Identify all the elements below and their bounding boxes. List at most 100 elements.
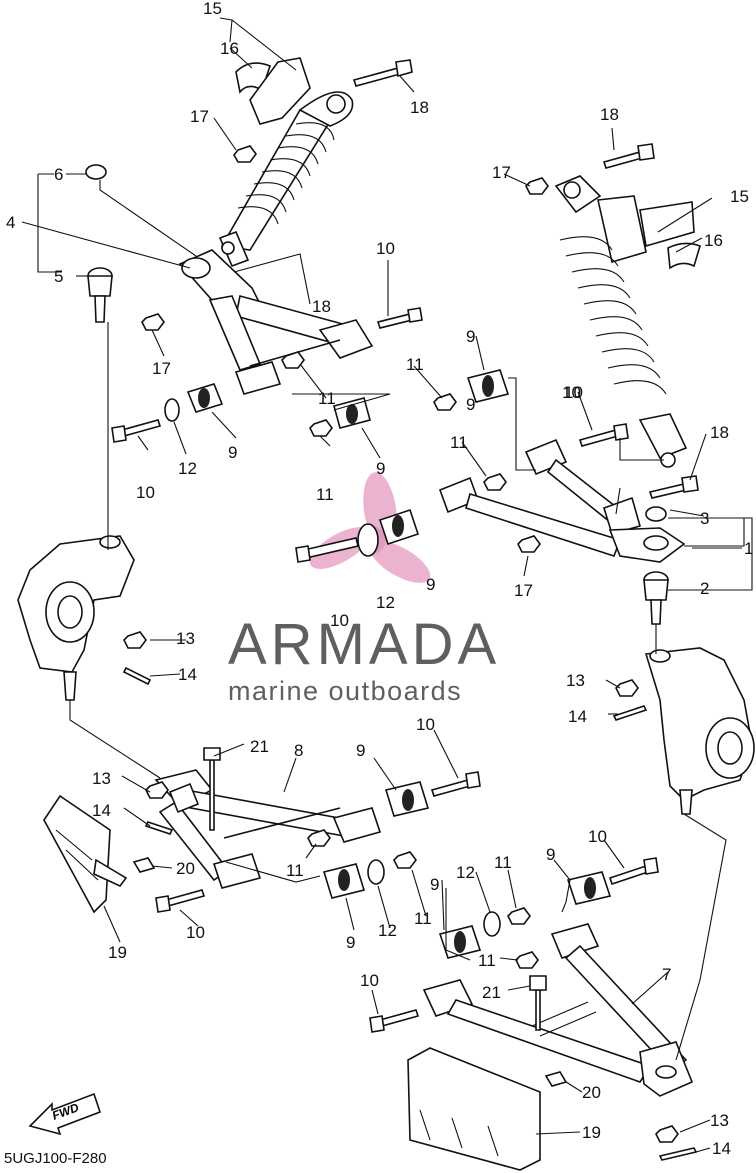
callout-16: 16: [220, 39, 239, 58]
callout-19: 19: [582, 1123, 601, 1142]
bolt: [529, 975, 547, 1031]
watermark-brand: ARMADA: [228, 612, 500, 677]
bolt: [430, 771, 481, 797]
callout-4: 4: [6, 213, 15, 232]
callout-15: 15: [730, 187, 749, 206]
bushing: [566, 871, 612, 905]
callout-2: 2: [700, 579, 709, 598]
nut: [655, 1125, 679, 1143]
callout-16: 16: [704, 231, 723, 250]
callout-14: 14: [92, 801, 111, 820]
callout-9: 9: [546, 845, 555, 864]
callout-12: 12: [376, 593, 395, 612]
bolt: [602, 143, 655, 169]
washer: [164, 398, 180, 422]
callout-12: 12: [456, 863, 475, 882]
bushing: [322, 863, 366, 899]
callout-10: 10: [562, 383, 581, 402]
bushing: [186, 383, 224, 413]
nut: [145, 781, 169, 799]
clip-nut: [132, 857, 156, 873]
bolt: [155, 889, 206, 913]
callout-13: 13: [176, 629, 195, 648]
callout-6: 6: [54, 165, 63, 184]
callout-12: 12: [178, 459, 197, 478]
callout-17: 17: [514, 581, 533, 600]
ball-joint: [87, 267, 113, 323]
callout-11: 11: [318, 389, 336, 408]
callout-11: 11: [316, 485, 334, 504]
shock-absorber-right: [554, 175, 701, 468]
callout-10: 10: [564, 383, 583, 402]
diagram-code: 5UGJ100-F280: [4, 1150, 107, 1167]
nut: [615, 679, 639, 697]
bolt: [352, 59, 413, 87]
callout-9: 9: [346, 933, 355, 952]
bushing: [333, 397, 371, 429]
callout-18: 18: [410, 98, 429, 117]
cotter-pin: [612, 705, 648, 721]
callout-12: 12: [378, 921, 397, 940]
nut: [393, 851, 417, 869]
cotter-pin: [658, 1147, 698, 1161]
bolt: [369, 1009, 420, 1033]
cotter-pin: [144, 821, 174, 835]
callout-3: 3: [700, 509, 709, 528]
upper-arm-left: [178, 249, 374, 395]
upper-arm-right: [438, 438, 686, 563]
fwd-arrow-icon: FWD: [28, 1092, 102, 1136]
callout-10: 10: [588, 827, 607, 846]
washer: [357, 523, 379, 557]
washer: [483, 911, 501, 937]
bolt: [111, 419, 162, 443]
nut: [309, 419, 333, 437]
callout-labels: 15 16 18 17 6 4 5 18 17 10 9 11 11 9 10 …: [6, 0, 753, 1158]
leader-lines: [21, 17, 753, 1153]
callout-11: 11: [478, 951, 496, 970]
callout-18: 18: [600, 105, 619, 124]
callout-13: 13: [92, 769, 111, 788]
skid-plate-right: [407, 1047, 541, 1171]
callout-10: 10: [416, 715, 435, 734]
bolt: [608, 857, 659, 886]
callout-11: 11: [494, 853, 512, 872]
skid-plate-left: [43, 794, 128, 914]
nut: [507, 907, 531, 925]
nut: [517, 535, 541, 553]
nut: [141, 313, 165, 331]
callout-9: 9: [376, 459, 385, 478]
callout-5: 5: [54, 267, 63, 286]
callout-19: 19: [108, 943, 127, 962]
nut: [515, 951, 539, 969]
callout-11: 11: [450, 433, 468, 452]
callout-10: 10: [376, 239, 395, 258]
callout-14: 14: [178, 665, 197, 684]
callout-20: 20: [176, 859, 195, 878]
bushing: [438, 925, 482, 959]
nut: [123, 631, 147, 649]
nut: [483, 473, 507, 491]
washer: [367, 859, 385, 885]
bolt: [203, 747, 221, 831]
callout-17: 17: [152, 359, 171, 378]
callout-10: 10: [360, 971, 379, 990]
callout-14: 14: [712, 1139, 731, 1158]
callout-13: 13: [710, 1111, 729, 1130]
knuckle-left: [17, 535, 135, 701]
circlip: [645, 506, 667, 522]
watermark-tagline: marine outboards: [228, 676, 462, 706]
callout-13: 13: [566, 671, 585, 690]
ball-joint: [643, 571, 669, 625]
callout-11: 11: [286, 861, 304, 880]
nut: [307, 829, 331, 847]
callout-7: 7: [662, 965, 671, 984]
lower-arm-right: [422, 923, 694, 1097]
callout-15: 15: [203, 0, 222, 18]
callout-18: 18: [710, 423, 729, 442]
callout-20: 20: [582, 1083, 601, 1102]
callout-9: 9: [356, 741, 365, 760]
cotter-pin: [122, 666, 152, 686]
callout-1: 1: [744, 539, 753, 558]
callout-21: 21: [482, 983, 501, 1002]
bolt: [295, 537, 359, 563]
